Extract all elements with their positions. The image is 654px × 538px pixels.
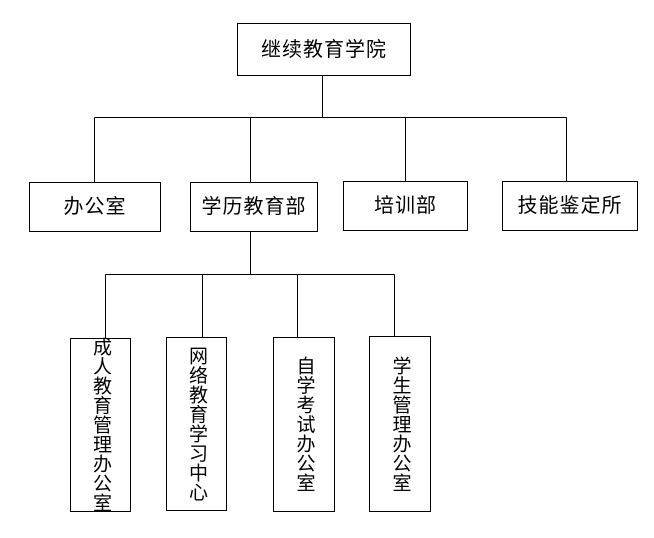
org-box-training-dept: 培训部 (343, 181, 468, 231)
org-box-academic-education-dept: 学历教育部 (190, 182, 318, 232)
org-box-office: 办公室 (29, 182, 161, 232)
org-box-root-label: 继续教育学院 (261, 38, 387, 61)
org-box-online-education-learning-center: 网络教育学习中心 (166, 337, 227, 511)
org-box-training-dept-label: 培训部 (374, 195, 437, 217)
org-box-office-label: 办公室 (63, 196, 127, 218)
org-box-student-management-office-label: 学生管理办公室 (389, 355, 411, 493)
org-box-self-study-exam-office: 自学考试办公室 (273, 337, 335, 512)
org-box-online-education-learning-center-label: 网络教育学习中心 (186, 346, 207, 502)
org-box-self-study-exam-office-label: 自学考试办公室 (293, 356, 315, 493)
org-box-skill-appraisal-institute: 技能鉴定所 (502, 181, 638, 231)
org-box-root: 继续教育学院 (237, 23, 411, 76)
org-box-skill-appraisal-institute-label: 技能鉴定所 (517, 195, 623, 217)
org-box-academic-education-dept-label: 学历教育部 (201, 196, 307, 218)
org-box-student-management-office: 学生管理办公室 (369, 336, 431, 512)
org-box-adult-education-management-office-label: 成人教育管理办公室 (90, 337, 111, 513)
org-box-adult-education-management-office: 成人教育管理办公室 (70, 337, 131, 513)
